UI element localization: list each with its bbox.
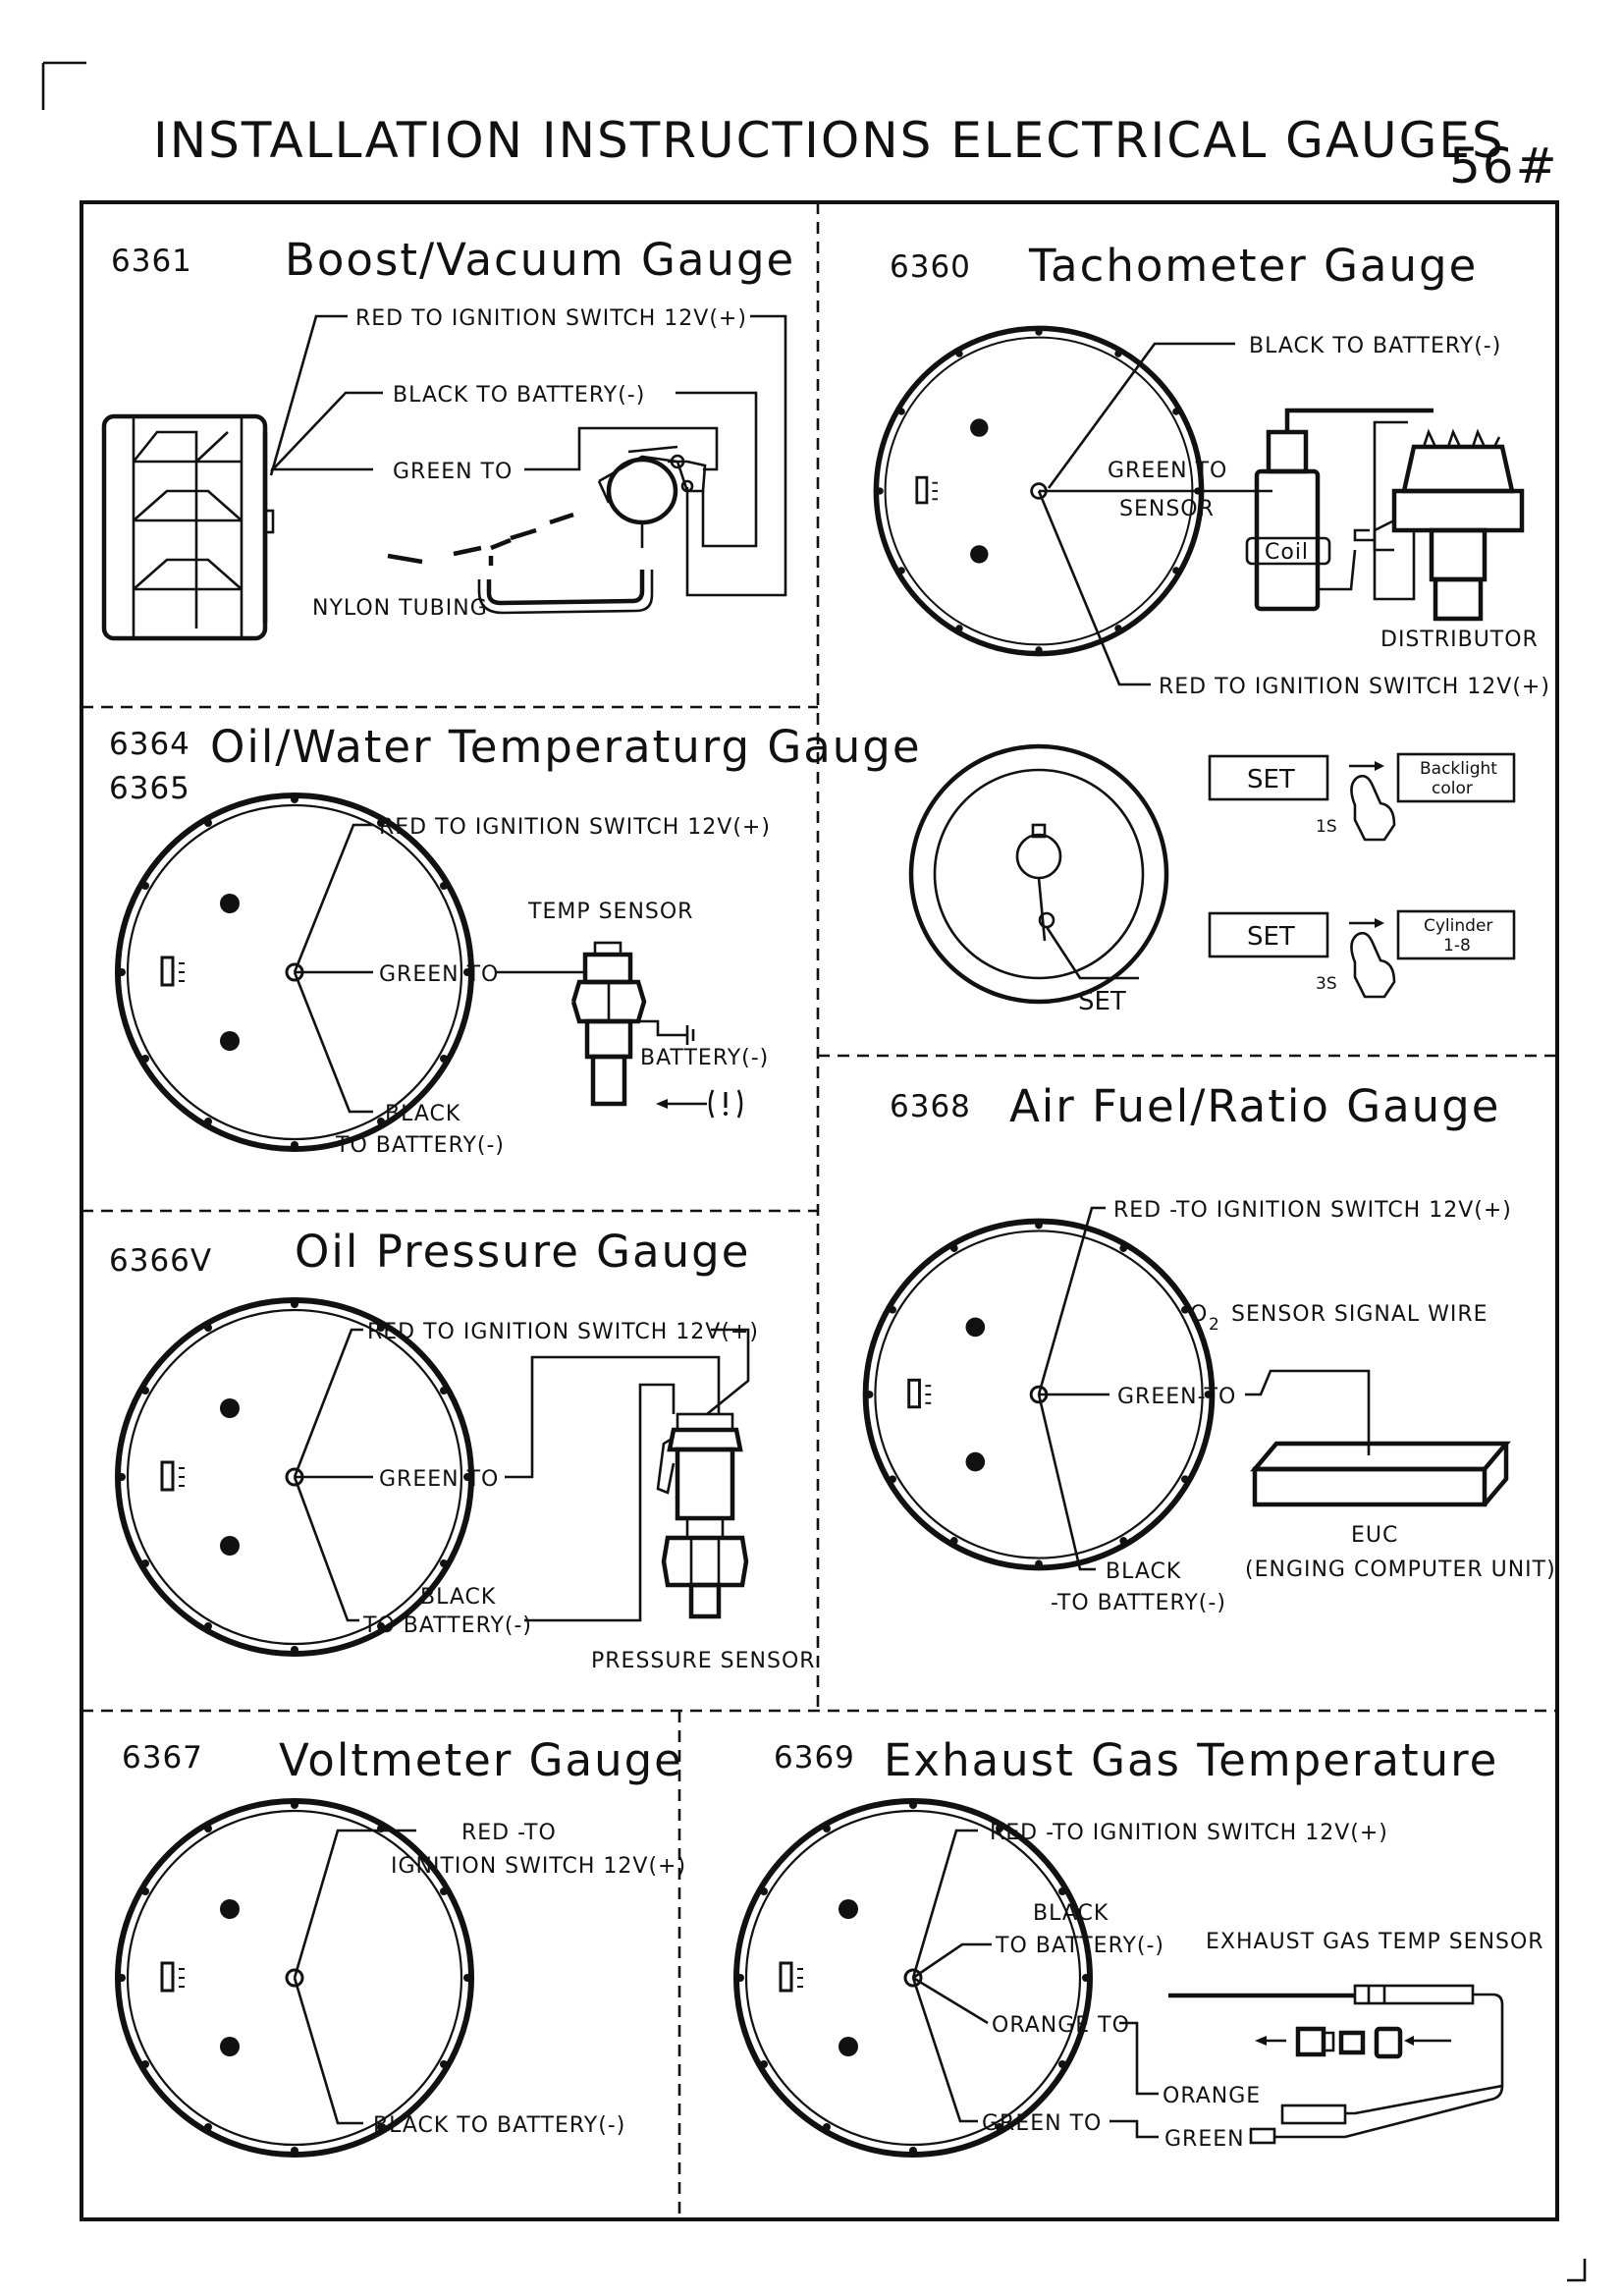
svg-text:color: color (1432, 779, 1473, 798)
label-red-wire: RED -TO IGNITION SWITCH 12V(+) (1113, 1198, 1512, 1223)
svg-text:Backlight: Backlight (1420, 759, 1497, 779)
label-ignition-switch: IGNITION SWITCH 12V(+) (391, 1854, 686, 1879)
label-o2: O (1190, 1302, 1208, 1327)
svg-text:3S: 3S (1316, 974, 1337, 994)
label-o2-sensor: SENSOR SIGNAL WIRE (1231, 1302, 1488, 1327)
panel-temperature: 6364 6365 Oil/Water Temperaturg Gauge RE… (109, 721, 922, 1158)
distributor-icon (1353, 420, 1525, 622)
label-red-wire: RED -TO (461, 1821, 557, 1845)
svg-text:Cylinder: Cylinder (1424, 916, 1492, 936)
label-orange-to: ORANGE TO (992, 2013, 1130, 2038)
label-distributor: DISTRIBUTOR (1380, 628, 1539, 652)
model-number-1: 6364 (109, 727, 190, 762)
engine-computer-unit-icon (1250, 1441, 1511, 1507)
label-nylon-tubing: NYLON TUBING (312, 596, 488, 621)
crop-mark-bottom-right (1567, 2259, 1587, 2282)
crop-mark-top-left (41, 61, 86, 110)
set-button-label: SET (1078, 987, 1126, 1016)
label-green-wire: GREEN TO (379, 962, 499, 987)
label-exhaust-gas-temp-sensor: EXHAUST GAS TEMP SENSOR (1206, 1930, 1544, 1954)
label-green-wire: GREEN-TO (1117, 1385, 1236, 1409)
label-to-battery: -TO BATTERY(-) (1051, 1591, 1226, 1615)
panel-voltmeter: 6367 Voltmeter Gauge RED -TO IGNITION SW… (118, 1734, 686, 2155)
set-backlight-instruction: SET Backlight color 1S (1208, 752, 1516, 842)
exhaust-gas-temp-sensor-icon (1168, 1984, 1504, 2145)
label-green-wire: GREEN TO (379, 1467, 499, 1492)
label-to-battery: TO BATTERY(-) (995, 1934, 1164, 1958)
label-to-battery: TO BATTERY(-) (362, 1613, 532, 1638)
label-euc: EUC (1351, 1523, 1398, 1548)
model-number: 6366V (109, 1243, 212, 1279)
panel-title: Exhaust Gas Temperature (884, 1734, 1498, 1786)
label-battery: BATTERY(-) (640, 1046, 769, 1070)
label-o2-subscript: 2 (1209, 1315, 1219, 1335)
model-number-2: 6365 (109, 771, 190, 806)
page-title: INSTALLATION INSTRUCTIONS ELECTRICAL GAU… (153, 112, 1505, 169)
label-red-wire: RED TO IGNITION SWITCH 12V(+) (367, 1320, 759, 1344)
svg-text:SET: SET (1247, 922, 1295, 952)
svg-text:1-8: 1-8 (1443, 936, 1471, 956)
pressure-sensor-icon (656, 1412, 749, 1619)
panel-boost-vacuum: 6361 Boost/Vacuum Gauge (101, 234, 795, 641)
label-sensor: SENSOR (1119, 497, 1215, 521)
panel-exhaust-gas-temperature: 6369 Exhaust Gas Temperature RED -TO IGN… (736, 1734, 1544, 2155)
label-temp-sensor: TEMP SENSOR (527, 900, 693, 924)
temp-sensor-icon (570, 941, 695, 1107)
ignition-coil-icon: Coil (1245, 408, 1434, 612)
label-green-to: GREEN TO (982, 2111, 1102, 2136)
label-red-wire: RED TO IGNITION SWITCH 12V(+) (379, 815, 771, 840)
svg-text:SET: SET (1247, 765, 1295, 794)
nylon-tubing-icon (387, 512, 654, 615)
page-number: 56# (1449, 137, 1559, 194)
model-number: 6369 (774, 1740, 855, 1776)
panel-air-fuel-ratio: 6368 Air Fuel/Ratio Gauge RED -TO IGNITI… (866, 1080, 1556, 1615)
label-black-wire: BLACK (420, 1585, 496, 1610)
label-pressure-sensor: PRESSURE SENSOR (591, 1649, 816, 1673)
label-green-wire: GREEN TO (393, 460, 513, 484)
gauge-set-button-icon: SET (908, 743, 1169, 1016)
panel-title: Tachometer Gauge (1028, 240, 1478, 292)
label-to-battery: TO BATTERY(-) (335, 1133, 505, 1158)
panel-oil-pressure: 6366V Oil Pressure Gauge RED TO IGNITION… (109, 1226, 816, 1673)
label-red-wire: RED TO IGNITION SWITCH 12V(+) (355, 306, 747, 331)
label-green-wire: GREEN TO (1108, 459, 1227, 483)
label-green: GREEN (1164, 2127, 1245, 2152)
model-number: 6367 (122, 1740, 203, 1776)
label-black-wire: BLACK (385, 1102, 460, 1126)
panel-tachometer: 6360 Tachometer Gauge Coil BLACK TO BATT… (876, 240, 1550, 1016)
model-number: 6360 (890, 249, 971, 285)
svg-text:1S: 1S (1316, 817, 1337, 837)
label-black-wire: BLACK TO BATTERY(-) (373, 2113, 625, 2138)
coil-label: Coil (1265, 540, 1309, 565)
label-orange: ORANGE (1163, 2084, 1261, 2108)
model-number: 6368 (890, 1089, 971, 1124)
model-number: 6361 (111, 244, 192, 279)
label-engine-computer-unit: (ENGING COMPUTER UNIT) (1245, 1558, 1556, 1582)
panel-title: Oil/Water Temperaturg Gauge (210, 721, 922, 773)
panel-title: Oil Pressure Gauge (295, 1226, 750, 1278)
label-black-wire: BLACK (1033, 1901, 1109, 1926)
label-black-wire: BLACK (1106, 1559, 1181, 1584)
label-red-wire: RED TO IGNITION SWITCH 12V(+) (1159, 675, 1550, 699)
label-black-wire: BLACK TO BATTERY(-) (393, 383, 645, 408)
panel-title: Boost/Vacuum Gauge (285, 234, 795, 286)
label-black-wire: BLACK TO BATTERY(-) (1249, 334, 1501, 358)
gauge-side-view-icon (101, 413, 275, 641)
set-cylinder-instruction: SET Cylinder 1-8 3S (1208, 909, 1516, 999)
panel-dividers (81, 202, 1557, 2219)
vacuum-fitting-icon (597, 445, 707, 548)
panel-title: Voltmeter Gauge (279, 1734, 683, 1786)
panel-title: Air Fuel/Ratio Gauge (1009, 1080, 1500, 1132)
label-red-wire: RED -TO IGNITION SWITCH 12V(+) (990, 1821, 1388, 1845)
warning-icon (708, 1089, 743, 1119)
